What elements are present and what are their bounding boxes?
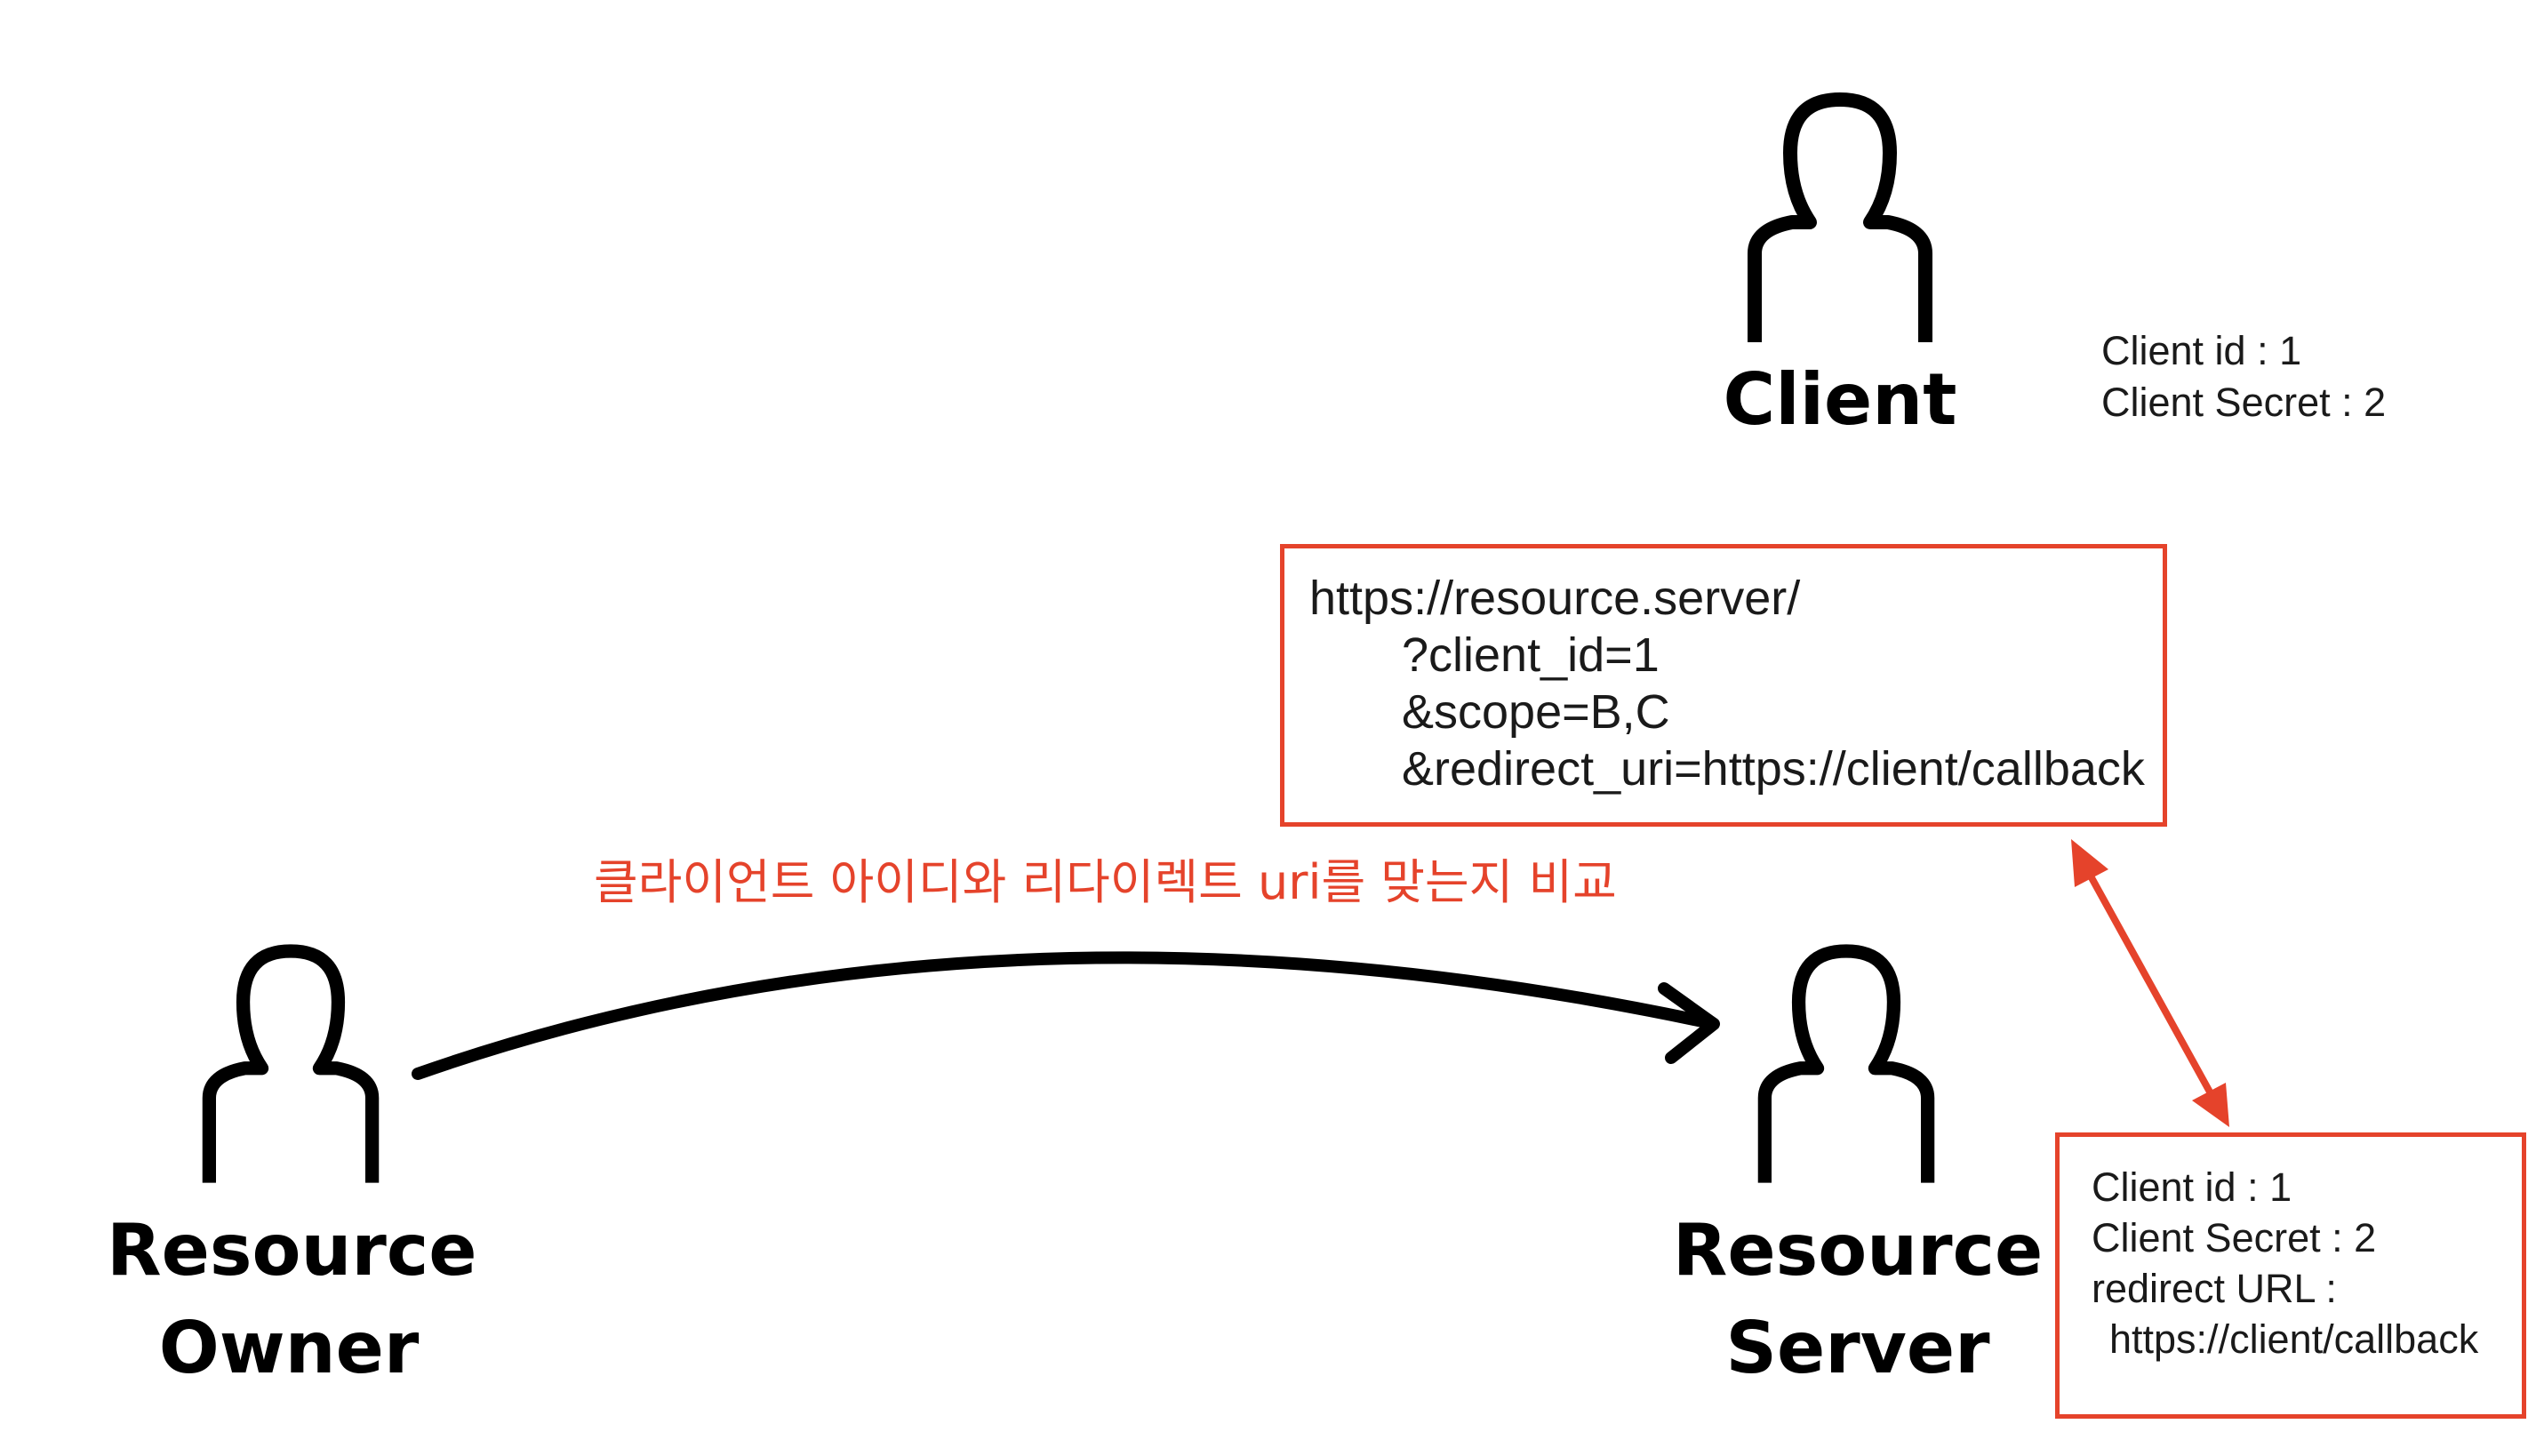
resource-server-label-line1: Resource — [1672, 1209, 2044, 1292]
registry-redirect-label: redirect URL : — [2092, 1266, 2337, 1311]
registry-client-id: Client id : 1 — [2092, 1164, 2292, 1210]
resource-server-label: Resource Server — [1671, 1202, 2044, 1397]
url-base-text: https://resource.server/ — [1309, 572, 1801, 625]
comparison-caption: 클라이언트 아이디와 리다이렉트 uri를 맞는지 비교 — [594, 854, 1617, 910]
client-info: Client id : 1 Client Secret : 2 — [2101, 325, 2386, 428]
resource-owner-person-icon — [202, 944, 380, 1183]
double-arrow-icon — [2071, 839, 2229, 1127]
client-label: Client — [1723, 358, 1957, 441]
resource-server-person-icon — [1757, 944, 1935, 1183]
request-url-box: https://resource.server/ ?client_id=1 &s… — [1280, 544, 2167, 827]
client-id-text: Client id : 1 — [2101, 328, 2302, 373]
url-param-redirect-uri: &redirect_uri=https://client/callback — [1402, 742, 2145, 796]
client-secret-text: Client Secret : 2 — [2101, 380, 2387, 425]
resource-owner-label: Resource Owner — [107, 1202, 477, 1397]
resource-owner-label-line2: Owner — [158, 1307, 420, 1389]
url-param-scope: &scope=B,C — [1402, 685, 1670, 739]
registry-client-secret: Client Secret : 2 — [2092, 1215, 2377, 1260]
client-person-icon — [1748, 92, 1932, 342]
arrow-icon — [412, 951, 1720, 1080]
resource-server-label-line2: Server — [1725, 1307, 1990, 1389]
resource-owner-label-line1: Resource — [107, 1209, 477, 1292]
registry-redirect-value: https://client/callback — [2109, 1316, 2479, 1362]
url-param-client-id: ?client_id=1 — [1402, 628, 1660, 682]
server-registry-box: Client id : 1 Client Secret : 2 redirect… — [2055, 1132, 2526, 1419]
